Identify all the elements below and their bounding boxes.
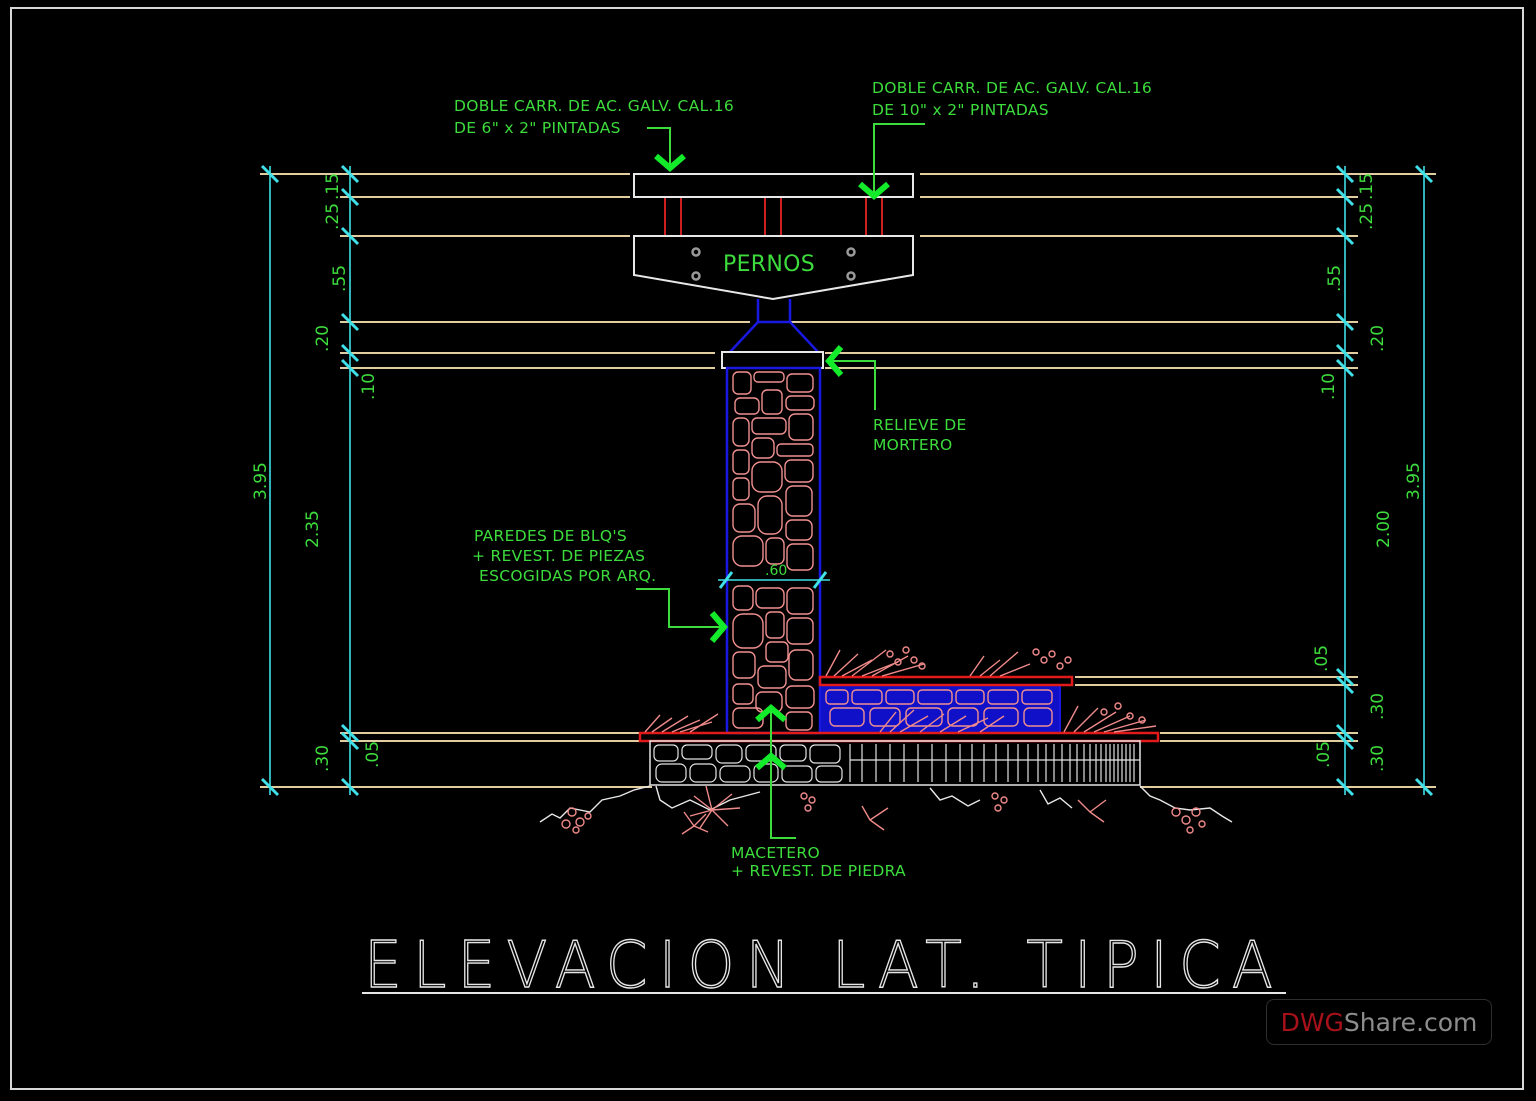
leader-walls bbox=[636, 588, 728, 643]
svg-text:.05: .05 bbox=[1314, 741, 1334, 768]
dimension-right-inner bbox=[1335, 164, 1355, 797]
svg-text:2.35: 2.35 bbox=[303, 510, 323, 548]
dimension-labels-right: .15 .25 .55 .20 .10 2.00 .05 .30 .05 .30… bbox=[1312, 173, 1424, 772]
svg-text:.25: .25 bbox=[1357, 203, 1377, 230]
svg-text:.30: .30 bbox=[1368, 693, 1388, 720]
level-lines bbox=[260, 173, 1436, 788]
svg-text:.30: .30 bbox=[1368, 745, 1388, 772]
svg-text:PAREDES DE BLQ'S: PAREDES DE BLQ'S bbox=[474, 527, 627, 545]
svg-text:DOBLE CARR. DE AC. GALV. CAL.1: DOBLE CARR. DE AC. GALV. CAL.16 bbox=[872, 79, 1152, 97]
annotation-top-right-rail: DOBLE CARR. DE AC. GALV. CAL.16 DE 10" x… bbox=[872, 79, 1152, 119]
svg-text:RELIEVE DE: RELIEVE DE bbox=[873, 416, 967, 434]
leader-top-left-rail bbox=[647, 127, 686, 172]
svg-text:DE 10" x 2" PINTADAS: DE 10" x 2" PINTADAS bbox=[872, 101, 1049, 119]
svg-text:.15: .15 bbox=[1357, 173, 1377, 200]
rail-beam-top bbox=[633, 173, 914, 198]
bolt-icon bbox=[846, 247, 856, 257]
mortar-relief-cap bbox=[721, 351, 824, 369]
planter-vegetation bbox=[644, 646, 1157, 733]
dimension-labels-left: 3.95 .15 .25 .55 .20 .10 2.35 .30 .05 bbox=[251, 173, 383, 772]
dimension-left-inner bbox=[340, 164, 360, 797]
bolt-icons bbox=[691, 247, 856, 281]
bolt-plate bbox=[633, 235, 914, 301]
bolt-icon bbox=[846, 271, 856, 281]
arrow-right-icon bbox=[709, 611, 728, 643]
svg-text:.05: .05 bbox=[1312, 645, 1332, 672]
svg-text:DE 6" x 2" PINTADAS: DE 6" x 2" PINTADAS bbox=[454, 119, 621, 137]
stone-column bbox=[725, 366, 822, 735]
column-capital-connector bbox=[729, 299, 819, 353]
dim-right-total: 3.95 bbox=[1404, 462, 1424, 500]
svg-text:.55: .55 bbox=[330, 265, 350, 292]
arrow-up-icon bbox=[755, 752, 787, 771]
arrow-up-icon bbox=[755, 704, 787, 723]
annotation-mortar: RELIEVE DE MORTERO bbox=[873, 416, 967, 454]
svg-text:.10: .10 bbox=[1319, 373, 1339, 400]
bolt-icon bbox=[691, 271, 701, 281]
svg-text:.05: .05 bbox=[363, 741, 383, 768]
leader-planter bbox=[755, 704, 796, 839]
leader-top-right-rail bbox=[858, 123, 925, 200]
arrow-down-icon bbox=[858, 181, 890, 200]
svg-text:.25: .25 bbox=[323, 203, 343, 230]
svg-text:+ REVEST. DE PIEDRA: + REVEST. DE PIEDRA bbox=[731, 862, 906, 880]
annotation-walls: PAREDES DE BLQ'S + REVEST. DE PIEZAS ESC… bbox=[472, 527, 656, 585]
svg-text:.30: .30 bbox=[313, 745, 333, 772]
dimension-right-outer bbox=[1414, 164, 1434, 797]
svg-text:+ REVEST. DE PIEZAS: + REVEST. DE PIEZAS bbox=[472, 547, 645, 565]
svg-text:.60: .60 bbox=[765, 563, 787, 579]
bolt-icon bbox=[691, 247, 701, 257]
rail-posts bbox=[664, 198, 883, 235]
arrow-left-icon bbox=[825, 345, 844, 377]
svg-text:ESCOGIDAS POR ARQ.: ESCOGIDAS POR ARQ. bbox=[479, 567, 656, 585]
svg-text:DOBLE CARR. DE AC. GALV. CAL.1: DOBLE CARR. DE AC. GALV. CAL.16 bbox=[454, 97, 734, 115]
annotation-planter: MACETERO + REVEST. DE PIEDRA bbox=[731, 844, 906, 880]
svg-text:.20: .20 bbox=[1368, 325, 1388, 352]
svg-text:.15: .15 bbox=[323, 173, 343, 200]
raised-planter bbox=[818, 675, 1074, 734]
drawing-title: ELEVACION LAT. TIPICA bbox=[364, 929, 1284, 1003]
dimension-left-outer bbox=[260, 164, 280, 797]
drawing-frame bbox=[10, 7, 1524, 1090]
bolts-label: PERNOS bbox=[723, 252, 815, 277]
svg-text:.10: .10 bbox=[359, 373, 379, 400]
leader-mortar bbox=[825, 345, 876, 410]
svg-text:2.00: 2.00 bbox=[1374, 510, 1394, 548]
svg-text:.55: .55 bbox=[1325, 265, 1345, 292]
svg-text:.20: .20 bbox=[313, 325, 333, 352]
annotation-top-left-rail: DOBLE CARR. DE AC. GALV. CAL.16 DE 6" x … bbox=[454, 97, 734, 137]
ground-line bbox=[539, 785, 1233, 823]
arrow-down-icon bbox=[654, 153, 686, 172]
svg-text:MORTERO: MORTERO bbox=[873, 436, 953, 454]
ground-vegetation bbox=[561, 785, 1206, 835]
svg-text:MACETERO: MACETERO bbox=[731, 844, 820, 862]
dim-left-total: 3.95 bbox=[251, 462, 271, 500]
column-width-dimension: .60 bbox=[718, 563, 830, 589]
base-planter bbox=[638, 731, 1160, 786]
